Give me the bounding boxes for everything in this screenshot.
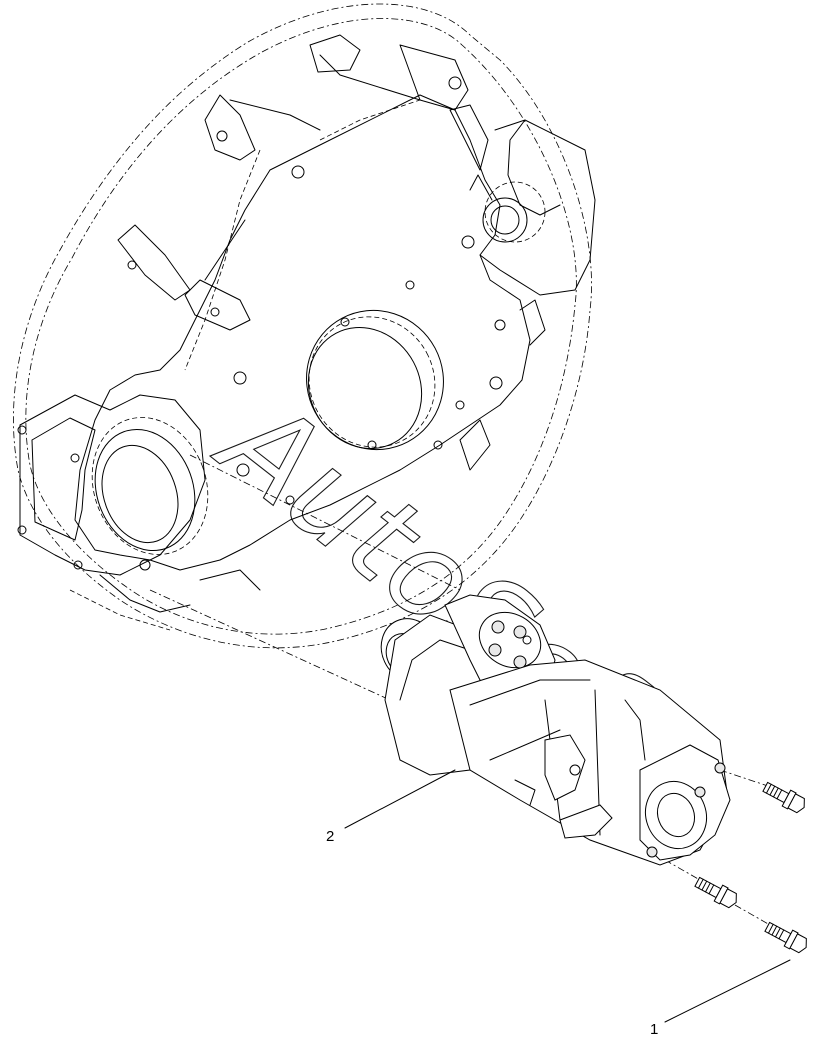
assembly-lines [149, 454, 781, 926]
callout-label-2: 2 [326, 828, 335, 845]
flywheel-housing [13, 3, 596, 649]
starter-motor [380, 594, 731, 866]
leader-line-2 [344, 769, 456, 829]
callout-label-1: 1 [650, 1021, 659, 1038]
bolt-middle [694, 876, 737, 909]
leader-line-1 [664, 959, 791, 1023]
bolt-lower [764, 921, 807, 954]
leader-lines [344, 769, 791, 1023]
bolt-upper [762, 781, 805, 814]
